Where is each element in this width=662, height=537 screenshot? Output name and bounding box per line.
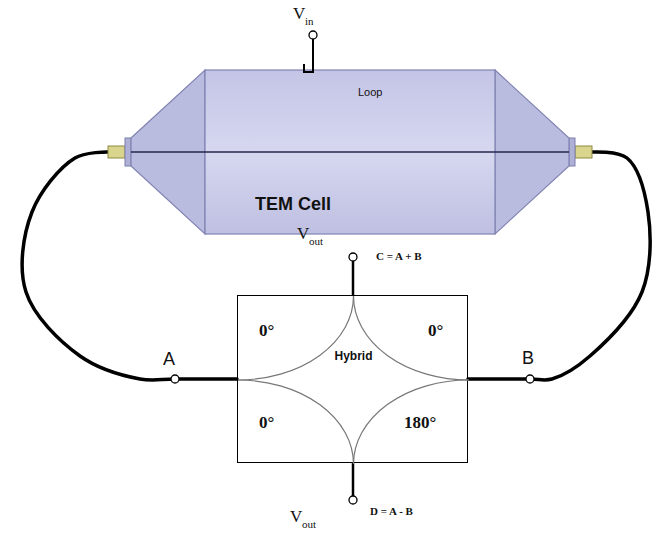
septum-line — [131, 151, 569, 153]
terminal-circle — [349, 496, 357, 504]
port-name: B — [522, 348, 534, 369]
coax-connector — [108, 146, 125, 158]
coax-connector — [575, 146, 592, 158]
hybrid-arc — [238, 380, 354, 464]
cell-title: TEM Cell — [255, 194, 331, 215]
end-cap — [569, 138, 575, 166]
terminal-circle — [309, 31, 317, 39]
output-lead — [352, 463, 355, 496]
hybrid-arc — [354, 296, 470, 380]
end-cap — [125, 138, 131, 166]
signal-subscript: out — [302, 518, 316, 531]
signal-subscript: in — [305, 15, 314, 28]
terminal-circle — [349, 253, 357, 261]
signal-name: V — [293, 4, 305, 24]
output-lead — [352, 261, 355, 295]
terminal-circle — [171, 375, 179, 383]
phase-label: 0° — [259, 321, 274, 341]
tem-cell-outline — [108, 66, 592, 238]
hybrid-coupler: 0° 0° Hybrid 0° 180° — [237, 295, 468, 463]
part-name: Loop — [358, 86, 382, 99]
port-equation: D = A - B — [370, 505, 413, 518]
signal-subscript: out — [309, 235, 323, 248]
phase-label: 0° — [428, 321, 443, 341]
port-equation: C = A + B — [376, 250, 422, 263]
terminal-circle — [526, 375, 534, 383]
phase-label: 0° — [259, 413, 274, 433]
tem-cell: TEM Cell — [108, 66, 592, 238]
port-name: A — [163, 349, 175, 370]
phase-label: 180° — [404, 413, 436, 433]
signal-name: V — [290, 507, 302, 527]
hybrid-arc — [354, 380, 470, 464]
signal-name: V — [297, 224, 309, 244]
loop-probe — [304, 39, 313, 72]
hybrid-arc — [238, 296, 354, 380]
component-name: Hybrid — [334, 350, 372, 364]
